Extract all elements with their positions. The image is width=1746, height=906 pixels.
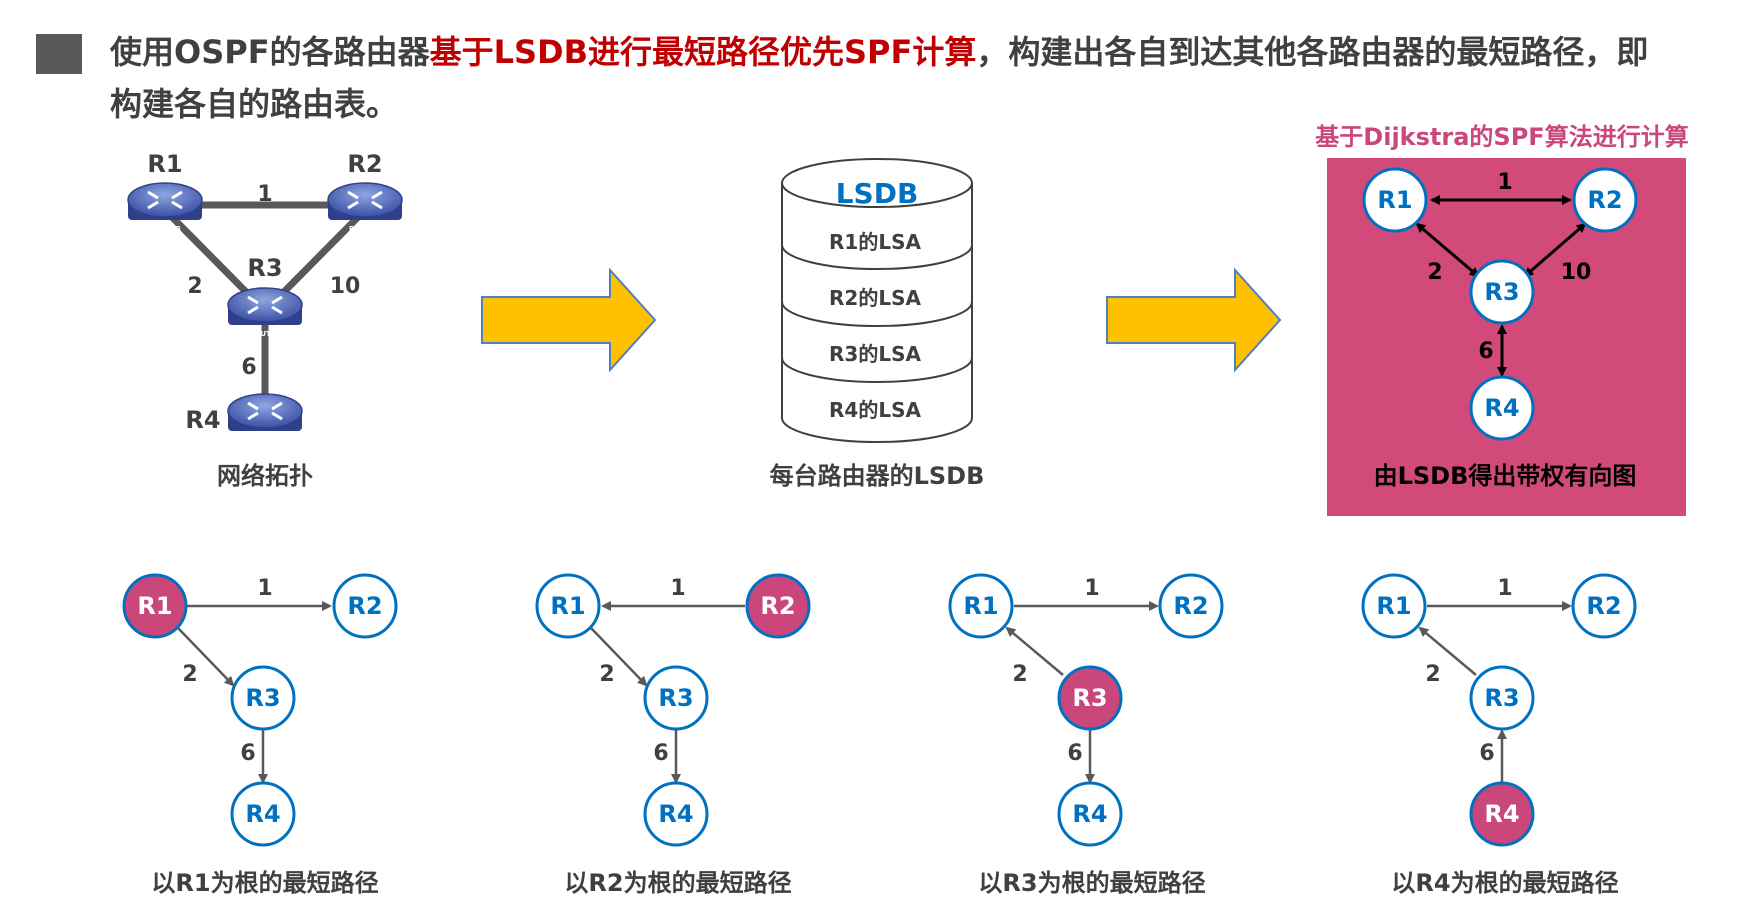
- lsa-entry: R2的LSA: [829, 286, 921, 310]
- router-icon: ROUTER: [127, 182, 203, 233]
- tree-node: [1469, 665, 1535, 731]
- node-label: R3: [658, 684, 693, 712]
- node-label: R3: [245, 684, 280, 712]
- lsa-entry: R1的LSA: [829, 230, 921, 254]
- edge-weight: 1: [257, 576, 272, 601]
- lsdb-caption: 每台路由器的LSDB: [770, 462, 985, 490]
- tree-node: [948, 573, 1014, 639]
- edge-weight: 6: [240, 741, 255, 766]
- root-node: [1057, 665, 1123, 731]
- edge-weight: 6: [653, 741, 668, 766]
- node-label: R3: [1484, 278, 1519, 306]
- edge-weight: 2: [1012, 662, 1027, 687]
- weighted-graph-panel: 基于Dijkstra的SPF算法进行计算 1 2 10 6 R1 R2 R3 R…: [1313, 121, 1691, 516]
- edge-weight: 6: [1479, 741, 1494, 766]
- router-label: R2: [347, 150, 382, 178]
- node-label: R2: [760, 592, 795, 620]
- spt-tree-r2: 1 2 6 R1 R2 R3 R4 以R2为根的最短路径: [535, 573, 811, 897]
- router-icon: ROUTER: [227, 287, 303, 338]
- node-label: R4: [245, 800, 280, 828]
- tree-caption: 以R3为根的最短路径: [978, 869, 1205, 897]
- node-label: R2: [1587, 186, 1622, 214]
- title-highlight: 基于LSDB进行最短路径优先SPF计算: [429, 33, 977, 71]
- node-label: R2: [1586, 592, 1621, 620]
- edge-weight: 2: [1427, 260, 1442, 285]
- tree-node: [643, 781, 709, 847]
- cost-label: 6: [241, 355, 256, 380]
- tree-node: [1571, 573, 1637, 639]
- panel-caption: 由LSDB得出带权有向图: [1374, 462, 1637, 490]
- edge-weight: 1: [1497, 170, 1512, 195]
- spt-tree-r1: 1 2 6 R1 R2 R3 R4 以R1为根的最短路径: [122, 573, 398, 897]
- graph-node: [1469, 375, 1535, 441]
- root-node: [122, 573, 188, 639]
- router-label: R3: [247, 254, 282, 282]
- edge-weight: 2: [1425, 662, 1440, 687]
- tree-node: [332, 573, 398, 639]
- tree-caption: 以R2为根的最短路径: [564, 869, 791, 897]
- lsa-entry: R4的LSA: [829, 398, 921, 422]
- svg-text:ROUTER: ROUTER: [149, 225, 182, 233]
- tree-node: [230, 665, 296, 731]
- edge-weight: 6: [1478, 339, 1493, 364]
- cost-label: 1: [257, 182, 272, 207]
- tree-caption: 以R1为根的最短路径: [151, 869, 378, 897]
- edge-weight: 1: [1497, 576, 1512, 601]
- edge-weight: 6: [1067, 741, 1082, 766]
- page-title: 使用OSPF的各路由器基于LSDB进行最短路径优先SPF计算，构建出各自到达其他…: [110, 33, 1649, 123]
- panel-heading: 基于Dijkstra的SPF算法进行计算: [1315, 123, 1688, 151]
- node-label: R3: [1484, 684, 1519, 712]
- tree-node: [1158, 573, 1224, 639]
- graph-node: [1469, 259, 1535, 325]
- edge-weight: 1: [670, 576, 685, 601]
- tree-node: [643, 665, 709, 731]
- edge-weight: 1: [1084, 576, 1099, 601]
- node-label: R2: [347, 592, 382, 620]
- node-label: R1: [137, 592, 172, 620]
- topology-caption: 网络拓扑: [217, 462, 313, 490]
- title-bullet: [36, 34, 82, 74]
- tree-caption: 以R4为根的最短路径: [1391, 869, 1618, 897]
- graph-node: [1572, 167, 1638, 233]
- node-label: R4: [1484, 800, 1519, 828]
- spt-tree-r3: 1 2 6 R1 R2 R3 R4 以R3为根的最短路径: [948, 573, 1224, 897]
- lsa-entry: R3的LSA: [829, 342, 921, 366]
- graph-node: [1362, 167, 1428, 233]
- node-label: R1: [1377, 186, 1412, 214]
- root-node: [745, 573, 811, 639]
- tree-node: [1057, 781, 1123, 847]
- node-label: R1: [1376, 592, 1411, 620]
- flow-arrow-right: [1106, 267, 1282, 373]
- edge-weight: 2: [599, 662, 614, 687]
- edge-weight: 10: [1561, 260, 1592, 285]
- tree-node: [230, 781, 296, 847]
- node-label: R4: [1072, 800, 1107, 828]
- tree-node: [535, 573, 601, 639]
- router-label: R4: [185, 406, 220, 434]
- node-label: R1: [550, 592, 585, 620]
- root-node: [1469, 781, 1535, 847]
- svg-text:ROUTER: ROUTER: [249, 436, 282, 444]
- node-label: R2: [1173, 592, 1208, 620]
- network-topology: 1 2 10 6 ROUTER R1 ROUTER R2 ROUTER R3: [127, 150, 403, 490]
- router-label: R1: [147, 150, 182, 178]
- node-label: R1: [963, 592, 998, 620]
- spt-tree-r4: 1 2 6 R1 R2 R3 R4 以R4为根的最短路径: [1361, 573, 1637, 897]
- cost-label: 10: [330, 274, 361, 299]
- svg-text:ROUTER: ROUTER: [249, 330, 282, 338]
- svg-text:ROUTER: ROUTER: [349, 225, 382, 233]
- router-icon: ROUTER: [227, 393, 303, 444]
- lsdb-title: LSDB: [836, 177, 919, 210]
- cost-label: 2: [187, 274, 202, 299]
- flow-arrow-right: [481, 267, 657, 373]
- lsdb-database: LSDB R1的LSA R2的LSA R3的LSA R4的LSA: [781, 158, 973, 443]
- node-label: R4: [658, 800, 693, 828]
- node-label: R4: [1484, 394, 1519, 422]
- edge-weight: 2: [182, 662, 197, 687]
- router-icon: ROUTER: [327, 182, 403, 233]
- node-label: R3: [1072, 684, 1107, 712]
- tree-node: [1361, 573, 1427, 639]
